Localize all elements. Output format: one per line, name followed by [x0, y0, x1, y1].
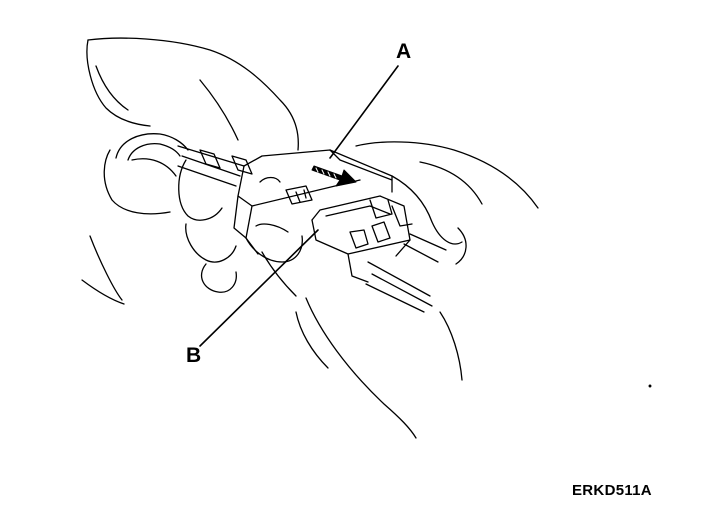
left-hand-drawing [81, 37, 299, 305]
callout-label-a: A [396, 40, 412, 63]
left-cable-drawing [115, 133, 253, 187]
stray-dot [648, 384, 652, 388]
leader-line-a [329, 65, 399, 159]
push-direction-arrow [311, 165, 357, 187]
connector-b-drawing [311, 195, 413, 283]
figure-code: ERKD511A [572, 482, 652, 499]
leader-line-b [199, 229, 319, 347]
right-cable-drawing [365, 233, 447, 313]
right-hand-drawing [261, 141, 539, 439]
callout-label-b: B [186, 344, 202, 367]
